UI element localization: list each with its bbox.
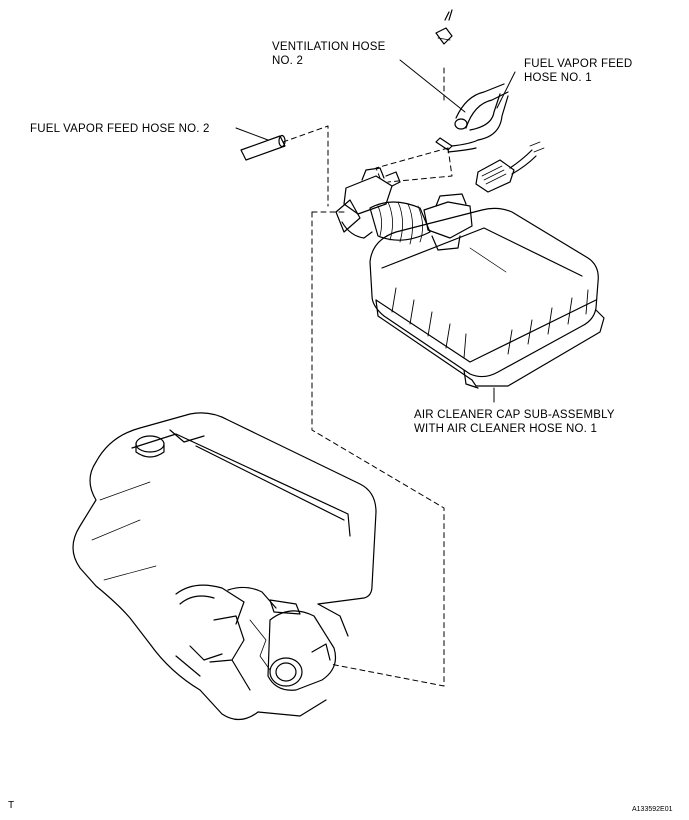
corner-mark: T <box>8 800 15 811</box>
label-fuel-vapor-hose1-line2: HOSE NO. 1 <box>524 72 592 84</box>
connector-plug <box>475 141 545 193</box>
ventilation-hose-no2 <box>435 83 509 153</box>
label-fuel-vapor-feed-hose-no1: FUEL VAPOR FEED HOSE NO. 1 <box>524 57 632 85</box>
label-fuel-vapor-hose1-line1: FUEL VAPOR FEED <box>524 58 633 70</box>
fuel-vapor-hose-no2 <box>240 134 286 161</box>
label-ventilation-hose-line1: VENTILATION HOSE <box>272 41 386 53</box>
label-ventilation-hose-no2: VENTILATION HOSE NO. 2 <box>272 40 386 68</box>
label-fuel-vapor-feed-hose-no2: FUEL VAPOR FEED HOSE NO. 2 <box>30 123 210 135</box>
vent-hose-tip <box>435 9 453 45</box>
assembly-guide-lines <box>282 67 453 687</box>
figure-id: A133592E01 <box>632 806 673 813</box>
label-air-cleaner-line1: AIR CLEANER CAP SUB-ASSEMBLY <box>414 409 615 421</box>
label-air-cleaner-cap: AIR CLEANER CAP SUB-ASSEMBLY WITH AIR CL… <box>414 408 615 436</box>
leader-lines <box>235 59 516 403</box>
throttle-assembly <box>335 167 473 251</box>
engine-block <box>72 412 377 721</box>
label-ventilation-hose-line2: NO. 2 <box>272 55 304 67</box>
label-air-cleaner-line2: WITH AIR CLEANER HOSE NO. 1 <box>414 423 598 435</box>
air-cleaner-cap <box>369 207 605 389</box>
